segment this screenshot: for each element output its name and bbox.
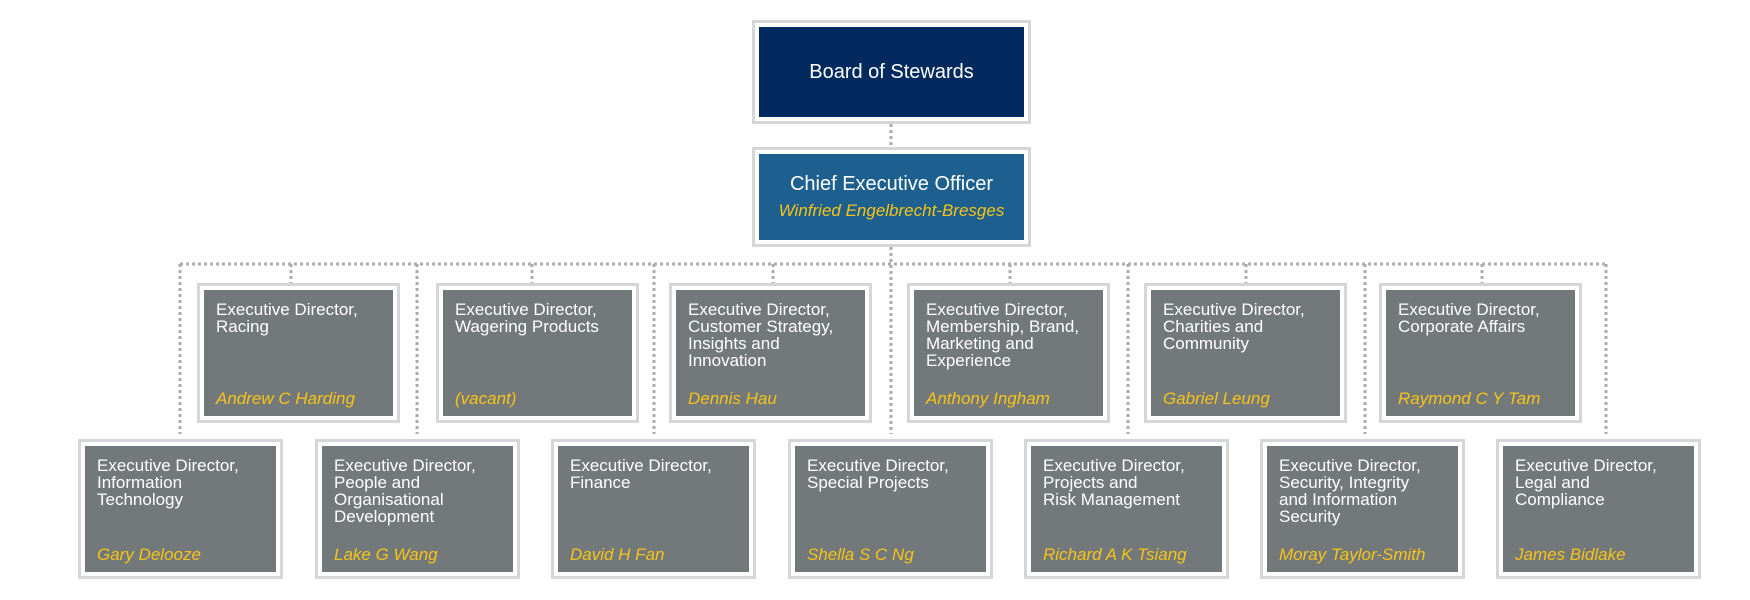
director-box-corporate-affairs: Executive Director, Corporate Affairs Ra… (1379, 283, 1582, 423)
director-box-racing: Executive Director, Racing Andrew C Hard… (197, 283, 400, 423)
director-title: Executive Director, Charities and Commun… (1163, 300, 1305, 353)
director-box-projects-risk: Executive Director, Projects and Risk Ma… (1024, 439, 1229, 579)
director-box-charities-community: Executive Director, Charities and Commun… (1144, 283, 1347, 423)
director-box-membership-brand: Executive Director, Membership, Brand, M… (907, 283, 1110, 423)
director-name: Lake G Wang (334, 545, 438, 564)
director-box-security-integrity: Executive Director, Security, Integrity … (1260, 439, 1465, 579)
director-box-information-technology: Executive Director, Information Technolo… (78, 439, 283, 579)
director-name: Moray Taylor-Smith (1279, 545, 1426, 564)
ceo-name: Winfried Engelbrecht-Bresges (778, 201, 1005, 220)
director-name: Dennis Hau (688, 389, 777, 408)
director-name: (vacant) (455, 389, 517, 408)
director-title: Executive Director, Legal and Compliance (1515, 456, 1657, 509)
board-of-stewards-box: Board of Stewards (752, 20, 1031, 124)
director-name: David H Fan (570, 545, 665, 564)
board-title: Board of Stewards (809, 60, 974, 83)
director-name: James Bidlake (1515, 545, 1626, 564)
director-title: Executive Director, Security, Integrity … (1279, 456, 1421, 526)
director-box-people-organisational: Executive Director, People and Organisat… (315, 439, 520, 579)
director-name: Raymond C Y Tam (1398, 389, 1541, 408)
director-name: Anthony Ingham (926, 389, 1050, 408)
director-title: Executive Director, Corporate Affairs (1398, 300, 1540, 336)
director-box-wagering-products: Executive Director, Wagering Products (v… (436, 283, 639, 423)
director-title: Executive Director, Special Projects (807, 456, 949, 492)
director-box-special-projects: Executive Director, Special Projects She… (788, 439, 993, 579)
director-name: Gary Delooze (97, 545, 201, 564)
director-title: Executive Director, Wagering Products (455, 300, 599, 336)
ceo-box: Chief Executive Officer Winfried Engelbr… (752, 147, 1031, 247)
director-name: Andrew C Harding (216, 389, 355, 408)
ceo-title: Chief Executive Officer (789, 173, 994, 195)
director-box-legal-compliance: Executive Director, Legal and Compliance… (1496, 439, 1701, 579)
director-name: Richard A K Tsiang (1043, 545, 1187, 564)
director-title: Executive Director, Customer Strategy, I… (688, 300, 834, 370)
director-title: Executive Director, Membership, Brand, M… (926, 300, 1080, 370)
director-title: Executive Director, Information Technolo… (97, 456, 239, 509)
director-name: Gabriel Leung (1163, 389, 1270, 408)
director-title: Executive Director, Racing (216, 300, 358, 336)
director-title: Executive Director, Projects and Risk Ma… (1043, 456, 1185, 509)
director-box-finance: Executive Director, Finance David H Fan (551, 439, 756, 579)
director-box-customer-strategy: Executive Director, Customer Strategy, I… (669, 283, 872, 423)
director-name: Shella S C Ng (807, 545, 914, 564)
director-title: Executive Director, Finance (570, 456, 712, 492)
director-title: Executive Director, People and Organisat… (334, 456, 476, 526)
